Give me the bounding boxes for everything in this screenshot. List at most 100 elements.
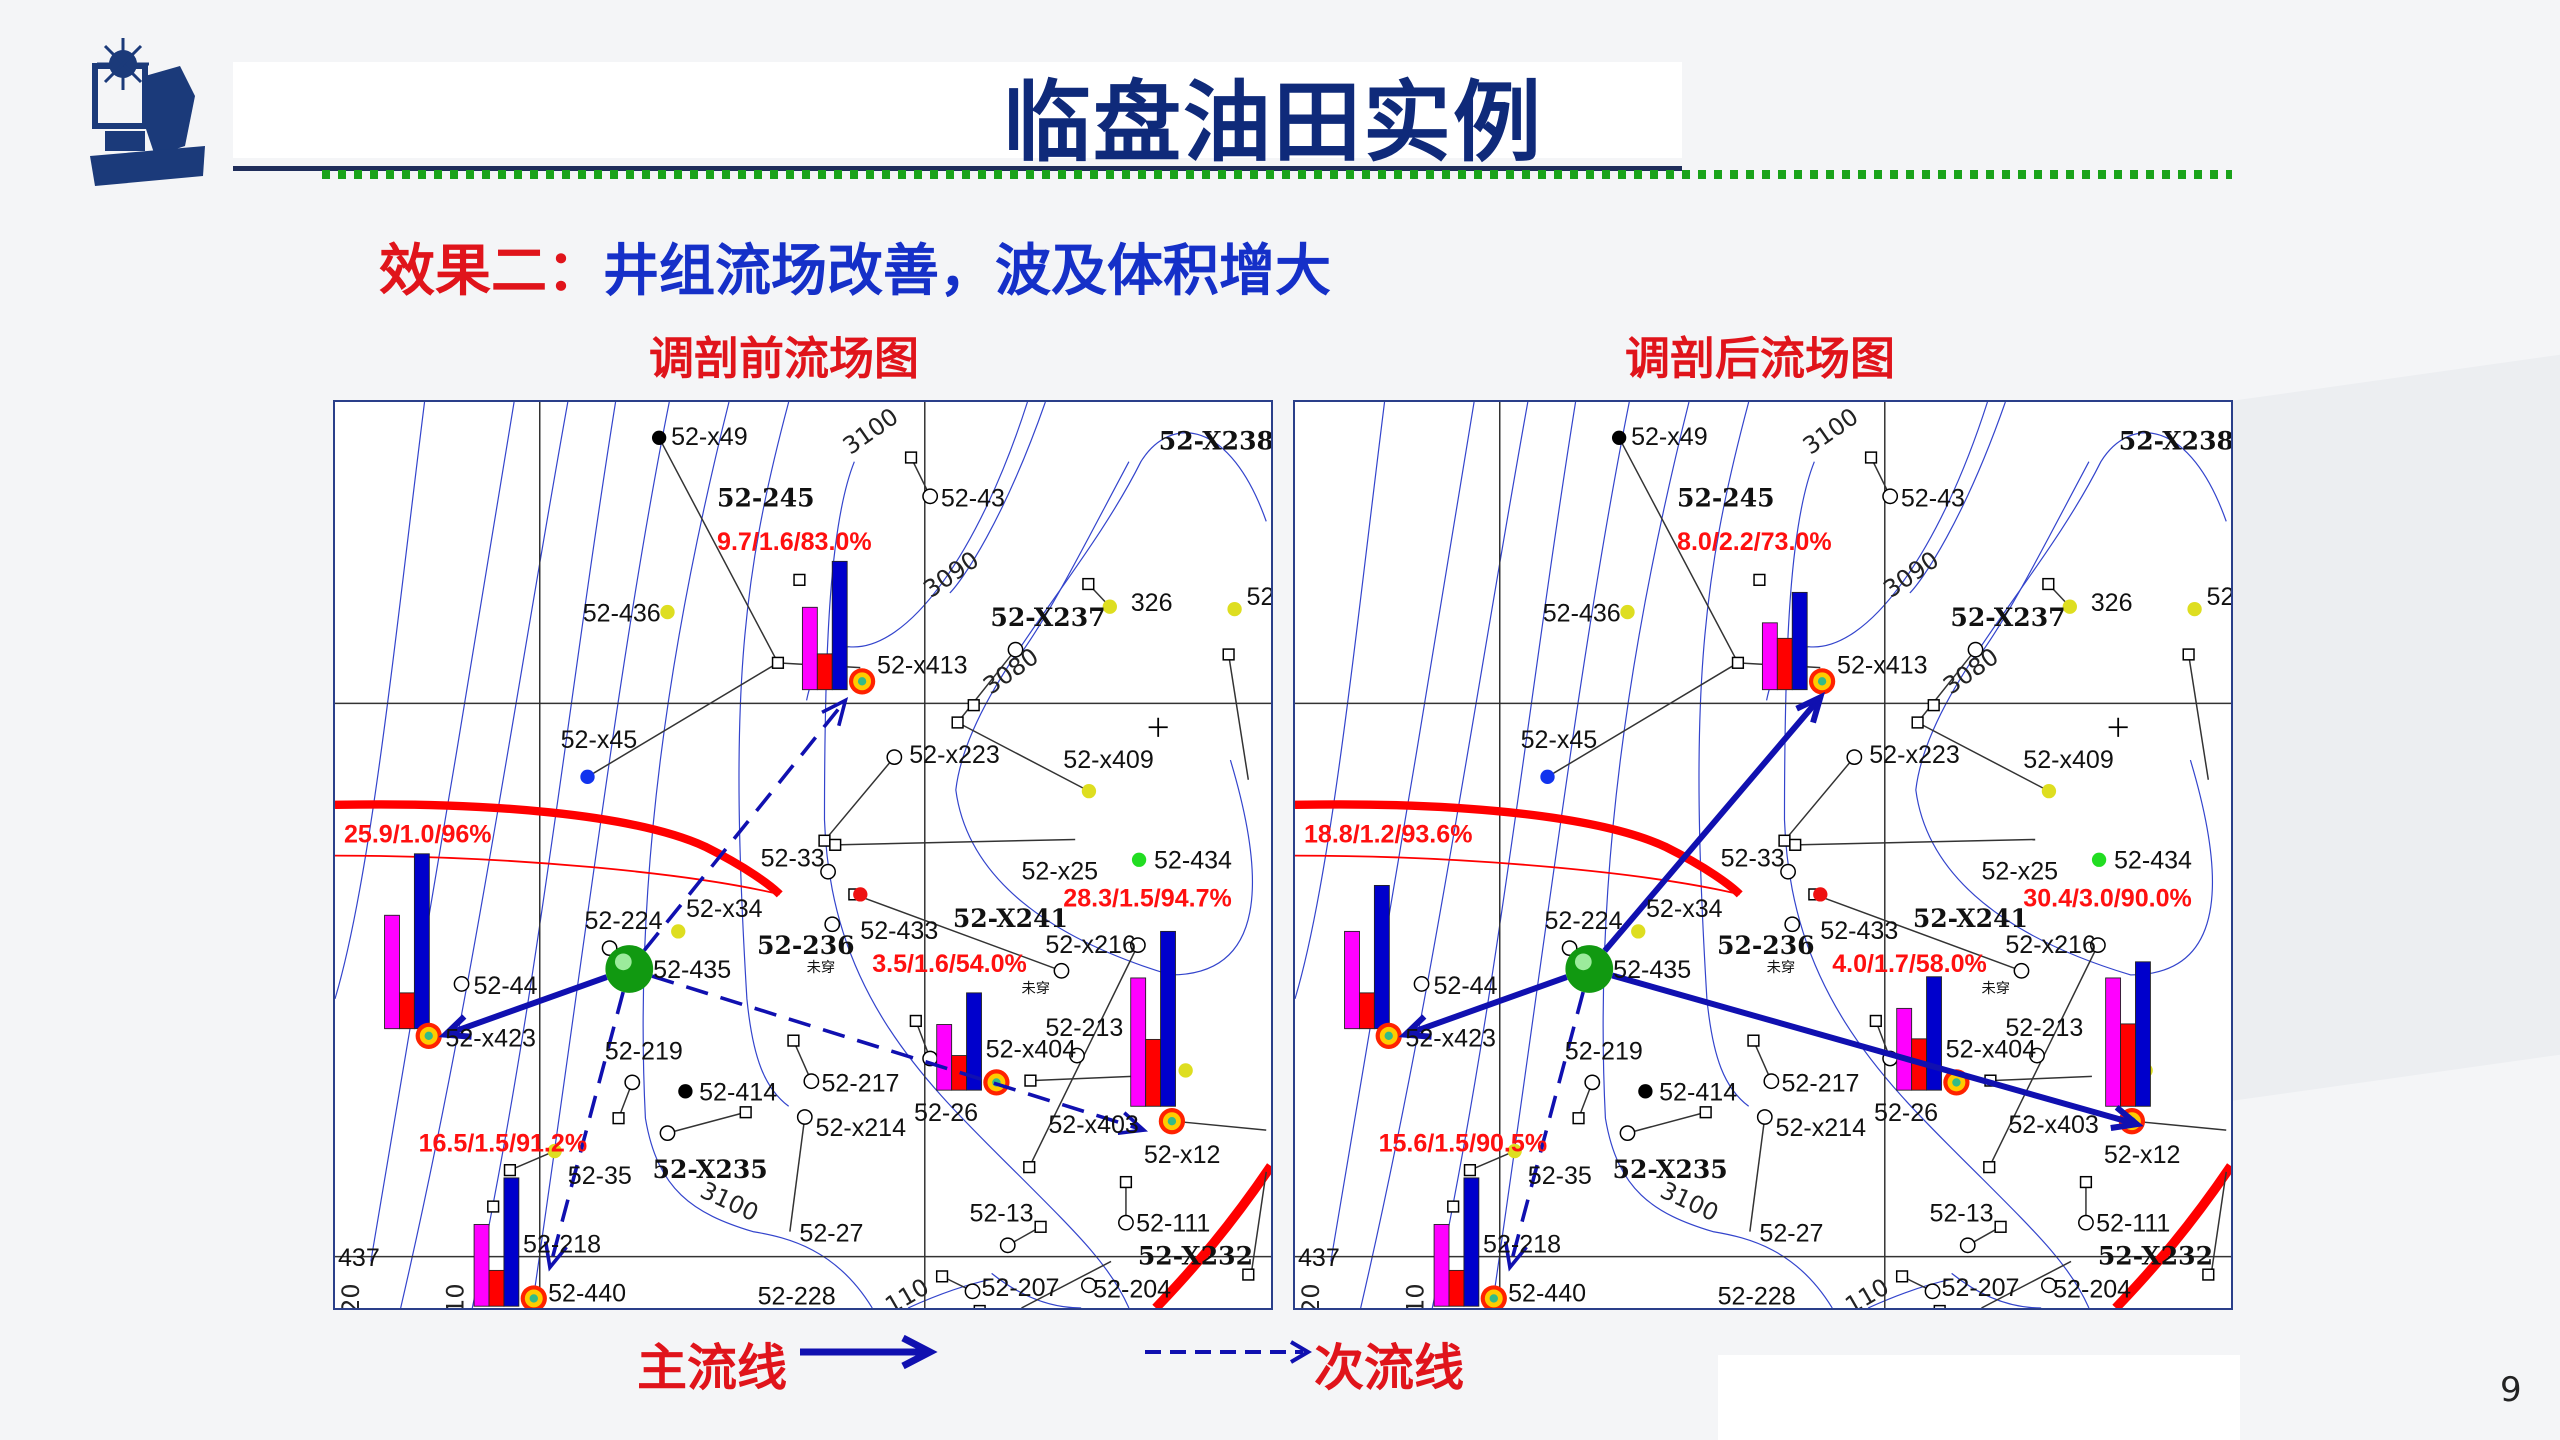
well-label: 52-x223 — [909, 741, 1000, 769]
well-square-marker — [2042, 577, 2055, 591]
well-label: 52-217 — [822, 1069, 900, 1097]
well-link — [1227, 654, 1250, 780]
well-circle-marker — [1413, 976, 1430, 992]
contour-line — [1867, 1278, 1952, 1308]
well-link — [823, 756, 895, 842]
well-square-marker — [1983, 1161, 1996, 1174]
well-label: 326 — [2091, 589, 2133, 617]
contour-label: 3100 — [838, 402, 904, 460]
bar-red — [1359, 992, 1375, 1030]
well-link — [2187, 654, 2210, 780]
well-label: 52-44 — [1433, 972, 1497, 1000]
well-circle-marker — [1619, 1125, 1636, 1142]
well-square-marker — [1024, 1074, 1037, 1087]
ratio-label: 4.0/1.7/58.0% — [1832, 950, 1987, 978]
well-label: 52-435 — [653, 956, 731, 984]
secondary-flow-arrow — [651, 974, 1145, 1132]
well-label: 52-26 — [1874, 1099, 1938, 1127]
fault-line — [1295, 800, 1743, 898]
well-square-marker — [2079, 1175, 2093, 1189]
bar-blue — [831, 560, 848, 691]
bar-magenta — [936, 1024, 953, 1091]
producer-heat-icon — [529, 1294, 538, 1303]
well-square-marker — [935, 1270, 949, 1283]
well-circle-marker — [964, 1283, 981, 1300]
well-square-marker — [1119, 1175, 1133, 1189]
well-link — [1250, 1171, 1267, 1274]
well-square-marker — [1747, 1034, 1760, 1047]
well-label: 52-43 — [1901, 484, 1965, 512]
well-circle-marker — [1967, 641, 1984, 658]
ratio-label: 18.8/1.2/93.6% — [1304, 820, 1473, 848]
contour-line — [471, 402, 617, 1308]
contour-line — [400, 402, 569, 1308]
well-circle-marker — [1118, 1214, 1134, 1231]
well-label: 52-X238 — [1159, 426, 1271, 456]
well-label: 52-35 — [568, 1162, 632, 1190]
well-label: 52-434 — [1154, 847, 1232, 875]
well-label: 52-111 — [1136, 1210, 1210, 1238]
map-title-after: 调剖后流场图 — [1624, 332, 1895, 385]
ratio-label: 8.0/2.2/73.0% — [1677, 528, 1832, 556]
well-link — [957, 721, 1090, 792]
well-label: 52-440 — [1508, 1279, 1586, 1307]
well-link — [587, 662, 779, 778]
well-dot-marker — [660, 604, 675, 620]
well-dot-marker — [2041, 783, 2057, 799]
well-label: 52-218 — [1483, 1230, 1561, 1258]
well-link — [2133, 1120, 2227, 1131]
well-label: 52-27 — [1759, 1220, 1823, 1248]
well-square-marker — [1864, 451, 1878, 464]
well-dot-marker — [853, 887, 868, 902]
subtitle-prefix: 效果二： — [379, 239, 603, 304]
well-label: 52-218 — [523, 1230, 601, 1258]
bar-red — [1776, 637, 1793, 691]
well-dot-marker — [1081, 783, 1097, 799]
bar-red — [488, 1269, 505, 1307]
producer-heat-icon — [1384, 1031, 1393, 1041]
legend-main-flow-label: 主流线 — [637, 1339, 787, 1397]
well-square-marker — [1731, 656, 1745, 669]
well-label: 52-35 — [1528, 1162, 1592, 1190]
well-link — [1469, 1150, 1515, 1171]
well-square-marker — [909, 1014, 922, 1028]
well-label: 52-33 — [761, 844, 825, 872]
bar-magenta — [1896, 1007, 1913, 1091]
well-label: 52-x404 — [1946, 1035, 2037, 1063]
well-square-marker — [1023, 1161, 1036, 1174]
well-square-marker — [1933, 1304, 1946, 1308]
well-circle-marker — [922, 488, 939, 505]
well-link — [1173, 1120, 1267, 1131]
well-label: 52-224 — [1545, 907, 1623, 935]
contour-line — [1602, 402, 1833, 1308]
contour-line — [1783, 461, 2090, 1308]
well-square-marker — [951, 716, 964, 729]
main-flow-arrow — [1602, 695, 1823, 953]
well-label: 未穿 — [807, 959, 836, 976]
well-circle-marker — [1584, 1074, 1601, 1091]
well-link — [957, 649, 1017, 723]
well-link — [1917, 649, 1977, 723]
well-square-marker — [1082, 577, 1095, 591]
well-label: 52-x25 — [1021, 857, 1098, 885]
well-square-marker — [1463, 1164, 1477, 1177]
well-link — [509, 1150, 555, 1171]
logo — [85, 36, 210, 188]
well-label: 52-436 — [583, 600, 661, 628]
well-label: 52-26 — [914, 1099, 978, 1127]
ratio-label: 9.7/1.6/83.0% — [717, 528, 872, 556]
well-dot-marker — [2187, 601, 2202, 617]
well-label: 52-x214 — [816, 1114, 907, 1142]
well-square-marker — [793, 573, 806, 586]
ratio-label: 16.5/1.5/91.2% — [419, 1130, 588, 1158]
well-label: 52-x49 — [671, 423, 748, 451]
contour-label: 110 — [441, 1283, 469, 1308]
bar-red — [399, 992, 415, 1030]
well-label: 52-219 — [605, 1038, 683, 1066]
secondary-flow-arrow — [1508, 991, 1585, 1268]
well-circle-marker — [1081, 1277, 1097, 1294]
well-link — [1030, 1075, 1132, 1082]
well-label: 52-245 — [717, 482, 815, 512]
well-dot-marker — [547, 1143, 562, 1159]
well-label: 52-43 — [941, 484, 1005, 512]
